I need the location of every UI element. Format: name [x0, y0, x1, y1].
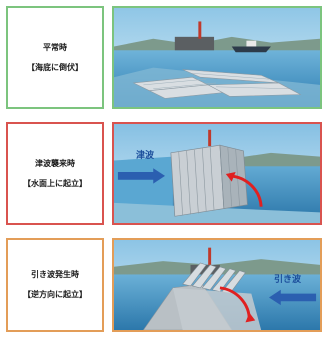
panel-tsunami-scene: 津波 — [112, 122, 322, 225]
panel-backwash-subtitle: 【逆方向に起立】 — [23, 290, 87, 299]
panel-backwash-title: 引き波発生時 — [31, 270, 79, 280]
panel-tsunami-subtitle: 【水面上に起立】 — [23, 178, 87, 188]
panel-normal-scene — [112, 6, 322, 109]
panel-backwash-label: 引き波発生時 【逆方向に起立】 — [6, 238, 104, 332]
lighthouse-pole — [198, 21, 202, 39]
tsunami-arrow — [117, 168, 166, 184]
gates-reverse-standing — [182, 262, 246, 294]
backwash-scene-illustration — [114, 240, 320, 330]
lighthouse-pole — [208, 247, 212, 265]
normal-scene-illustration — [114, 8, 320, 107]
panel-normal-subtitle: 【海底に倒伏】 — [27, 62, 83, 72]
breakwater-block — [174, 36, 215, 51]
panel-backwash-scene: 引き波 — [112, 238, 322, 332]
lighthouse-pole — [208, 129, 212, 147]
tsunami-label: 津波 — [136, 151, 155, 161]
panel-normal: 平常時 【海底に倒伏】 — [6, 6, 322, 109]
rise-arrow — [229, 174, 263, 207]
panel-normal-label: 平常時 【海底に倒伏】 — [6, 6, 104, 109]
panel-normal-title: 平常時 — [43, 42, 67, 52]
tsunami-scene-illustration — [114, 124, 320, 223]
panel-tsunami: 津波襲来時 【水面上に起立】 — [6, 122, 322, 225]
panel-tsunami-title: 津波襲来時 — [35, 158, 75, 168]
ship-icon — [231, 46, 271, 53]
gates-standing — [170, 144, 248, 217]
panel-backwash: 引き波発生時 【逆方向に起立】 — [6, 238, 322, 332]
panel-tsunami-label: 津波襲来時 【水面上に起立】 — [6, 122, 104, 225]
backwash-label: 引き波 — [274, 275, 302, 285]
